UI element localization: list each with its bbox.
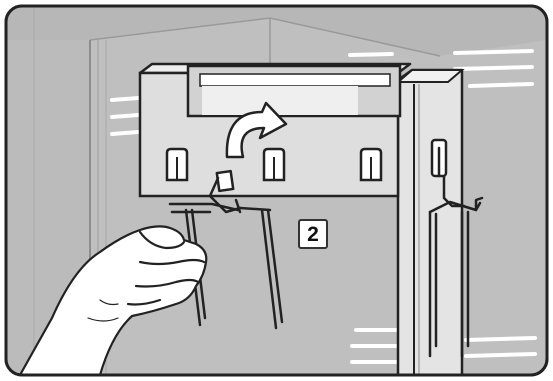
step-number-badge: 2 xyxy=(298,219,328,249)
